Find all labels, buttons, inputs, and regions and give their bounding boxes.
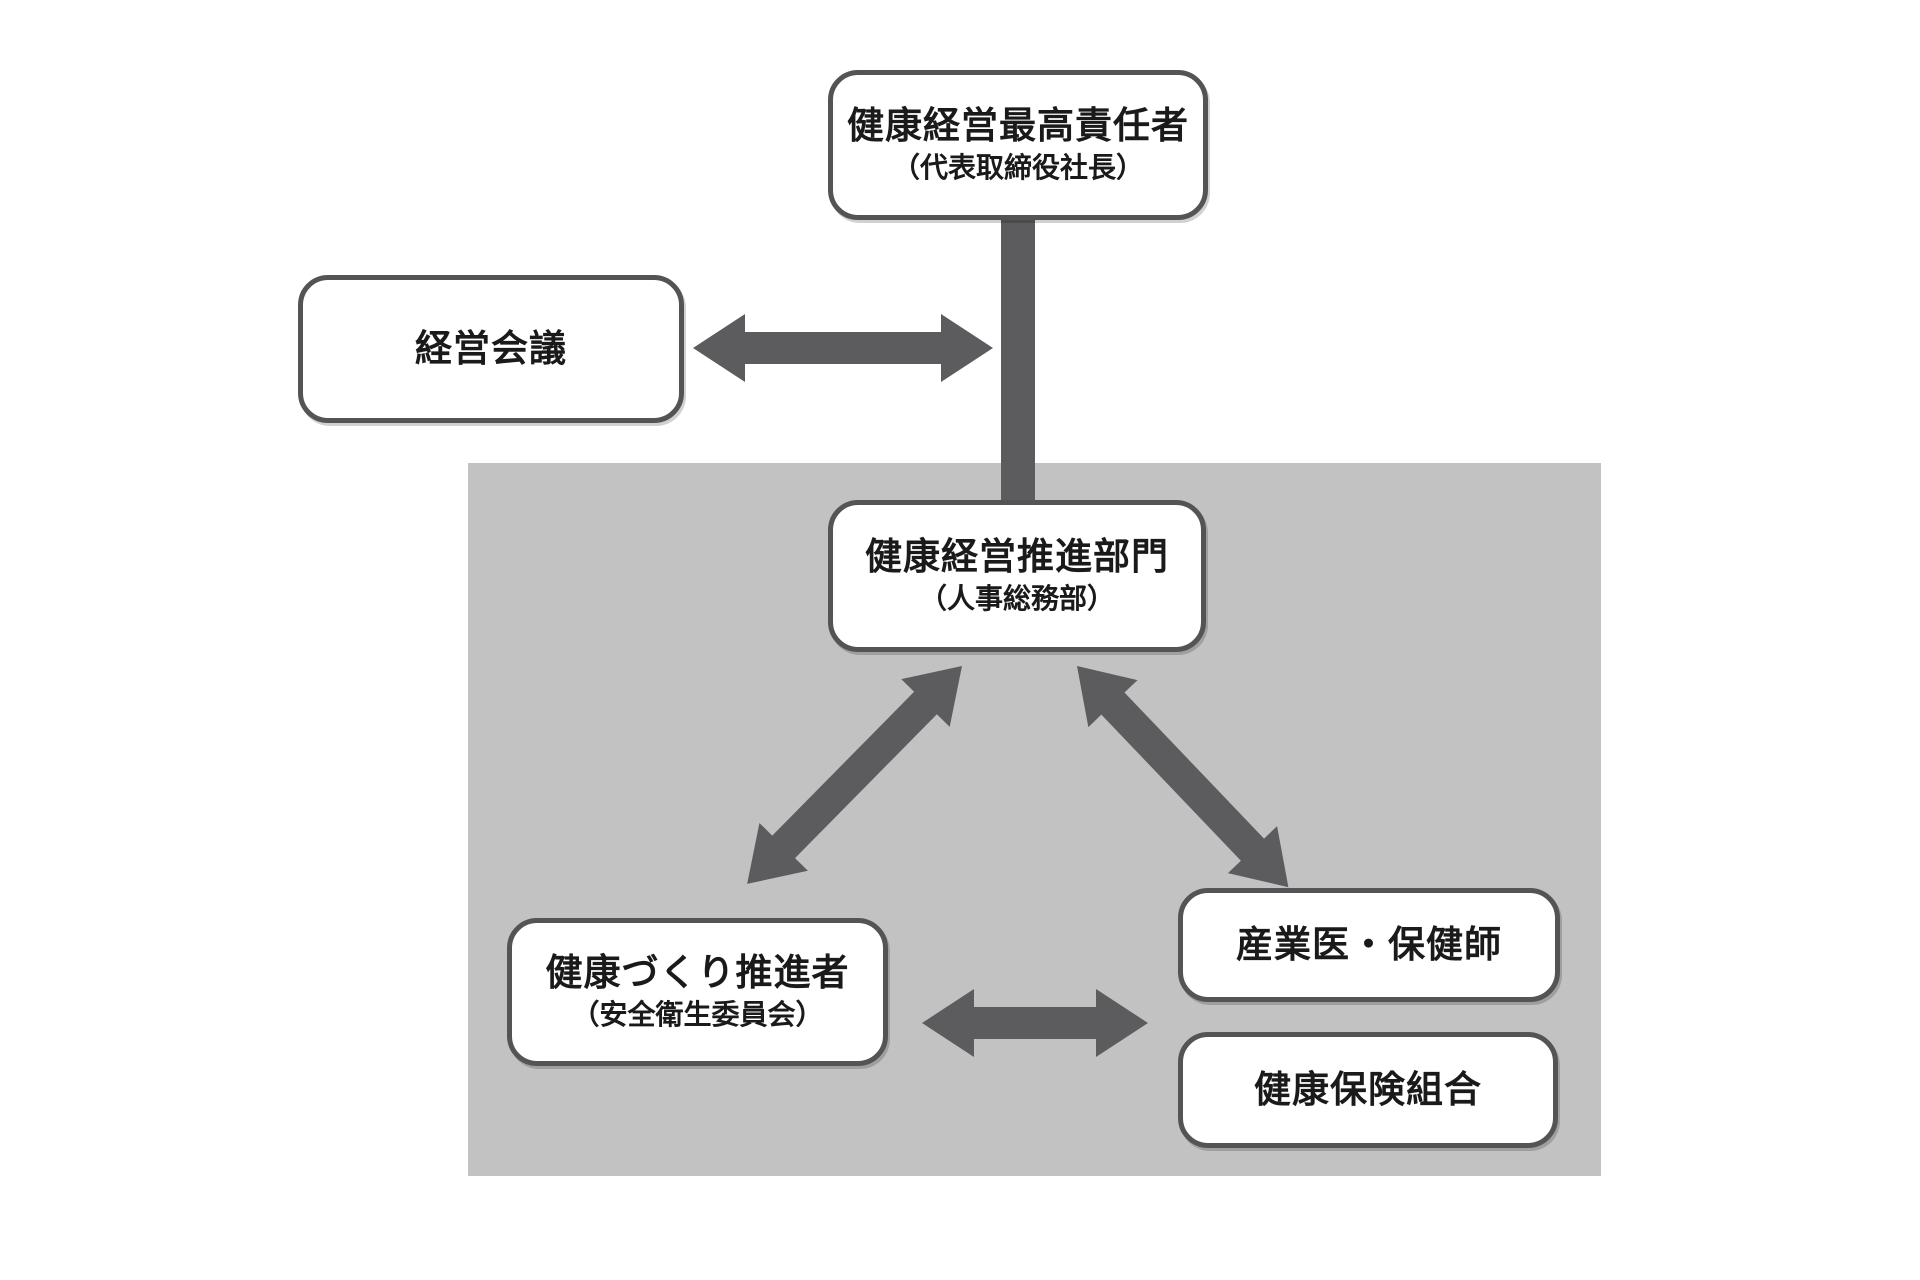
node-promotion-dept: 健康経営推進部門 （人事総務部） — [828, 500, 1206, 652]
node-health-promoter-title: 健康づくり推進者 — [545, 950, 850, 994]
node-health-insurance-title: 健康保険組合 — [1254, 1067, 1482, 1111]
node-health-promoter-subtitle: （安全衛生委員会） — [571, 998, 824, 1032]
node-ceo: 健康経営最高責任者 （代表取締役社長） — [828, 70, 1208, 220]
node-ceo-subtitle: （代表取締役社長） — [891, 151, 1144, 185]
node-occupational-physician-title: 産業医・保健師 — [1236, 922, 1502, 966]
arrow-management-meeting-ceo — [693, 314, 993, 382]
node-management-meeting: 経営会議 — [298, 275, 684, 423]
node-promotion-dept-title: 健康経営推進部門 — [865, 534, 1169, 578]
node-promotion-dept-subtitle: （人事総務部） — [918, 582, 1115, 616]
node-ceo-title: 健康経営最高責任者 — [847, 103, 1189, 147]
node-health-promoter: 健康づくり推進者 （安全衛生委員会） — [507, 918, 888, 1066]
node-health-insurance: 健康保険組合 — [1178, 1032, 1558, 1148]
node-management-meeting-title: 経営会議 — [415, 326, 567, 370]
node-occupational-physician: 産業医・保健師 — [1178, 888, 1560, 1002]
